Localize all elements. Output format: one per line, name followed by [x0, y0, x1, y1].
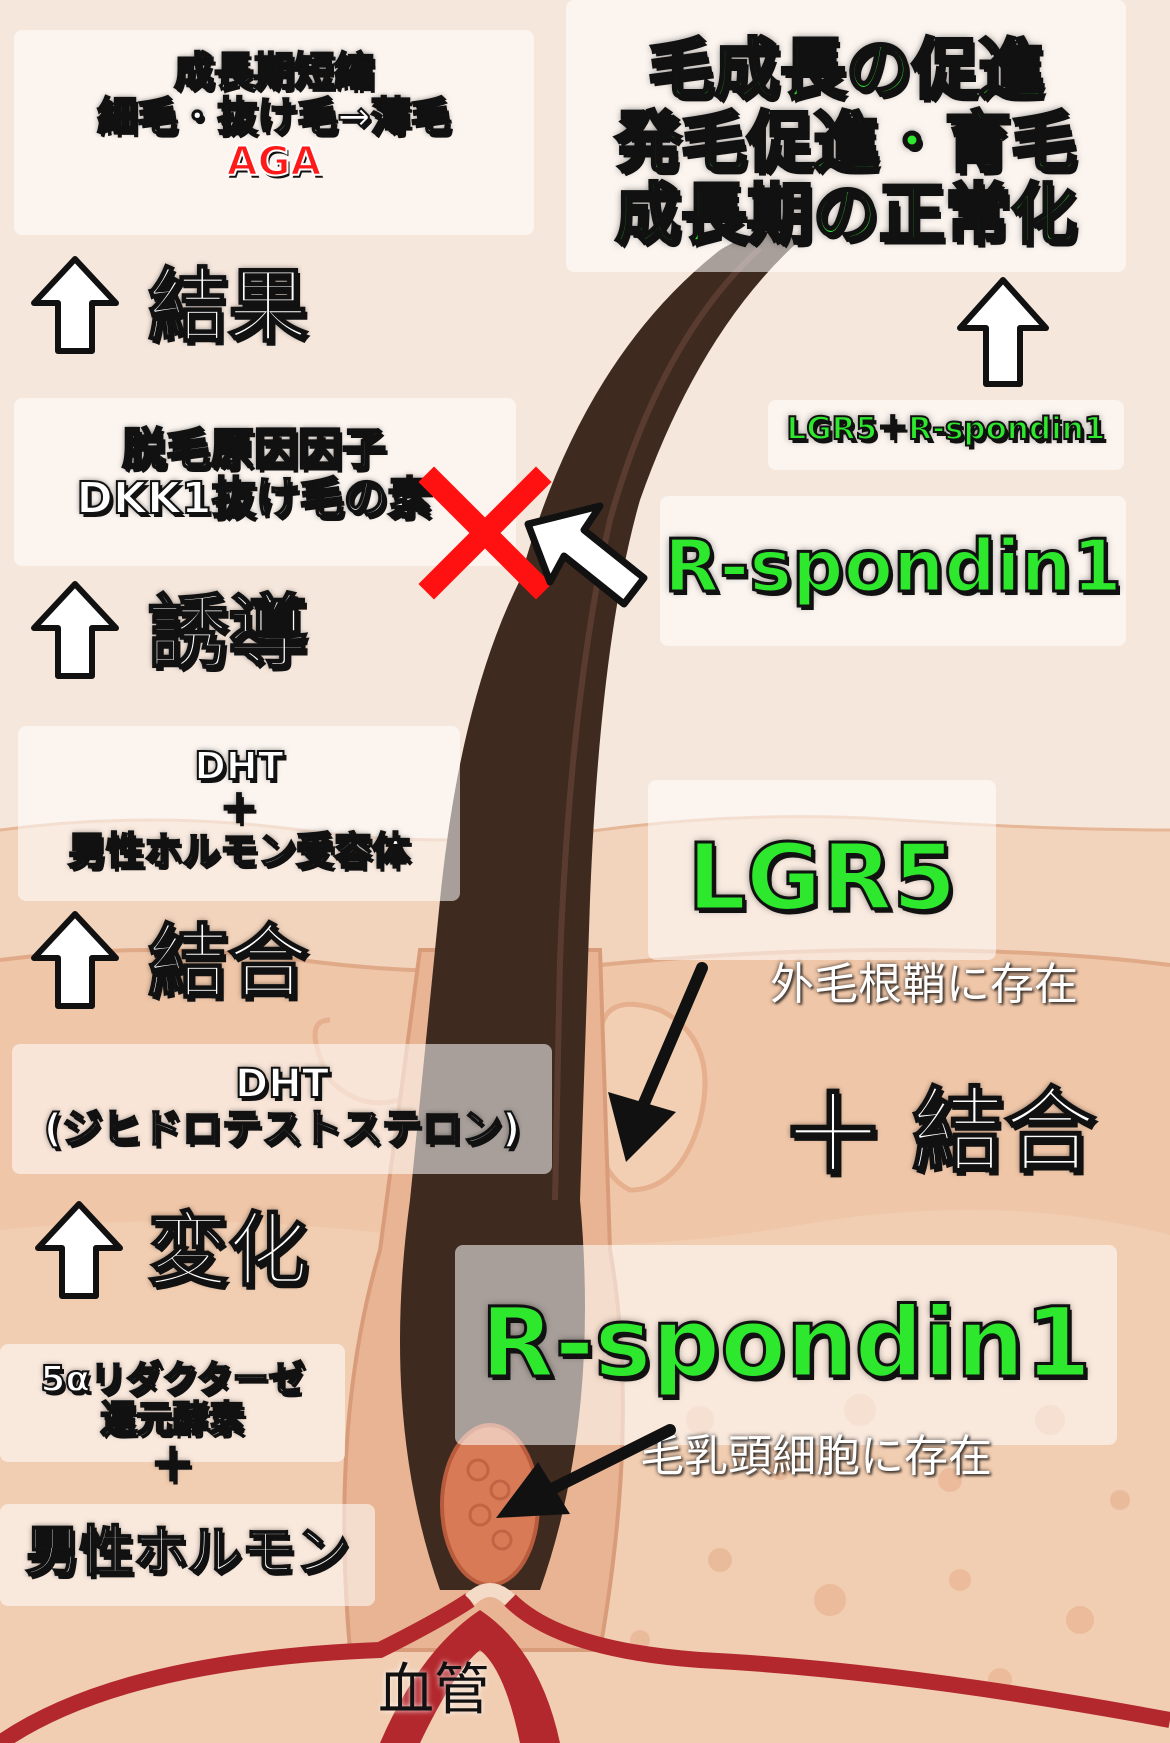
growth-phase-normalization: 成長期の正常化 — [614, 176, 1079, 254]
black-arrow-icon — [496, 1424, 676, 1518]
plus-sign: ＋ — [150, 1439, 196, 1491]
blood-vessel — [380, 1610, 560, 1743]
dht-title: DHT — [234, 1061, 330, 1108]
up-arrow-icon — [957, 277, 1049, 387]
thin-hair-to-thinning: 細毛・抜け毛→薄毛 — [96, 93, 452, 141]
dht-text: DHT (ジヒドロテストステロン) — [12, 1061, 552, 1153]
dht-receptor-text: DHT ＋ 男性ホルモン受容体 — [18, 744, 460, 874]
dihydrotestosterone-label: (ジヒドロテストステロン) — [43, 1105, 522, 1153]
dkk1-label: DKK1抜け毛の素 — [75, 473, 432, 525]
plus-sign: ＋ — [777, 1071, 889, 1199]
blood-vessel-label: 血管 — [378, 1658, 490, 1723]
lgr5-location-caption: 外毛根鞘に存在 — [770, 959, 1078, 1010]
plus-sign: ＋ — [219, 786, 259, 831]
growth-phase-shortening: 成長期短縮 — [173, 49, 375, 96]
red-x-icon — [418, 466, 552, 600]
androgen-receptor-label: 男性ホルモン受容体 — [67, 829, 411, 874]
rspondin1-upper-label: R-spondin1 — [662, 524, 1123, 608]
up-arrow-icon — [31, 911, 119, 1009]
androgen-label: 男性ホルモン — [25, 1520, 351, 1583]
hair-growth-promotion: 毛成長の促進 — [647, 31, 1046, 108]
dkk1-cause-text: 脱毛原因因子 DKK1抜け毛の素 — [14, 424, 494, 525]
step-bind-label: 結合 — [147, 916, 309, 1009]
lgr5-label: LGR5 — [686, 824, 958, 931]
rspondin1-upper-box — [660, 496, 1126, 646]
hair-regrowth: 発毛促進・育毛 — [614, 103, 1079, 181]
up-arrow-icon — [35, 1201, 123, 1299]
step-result-label: 結果 — [147, 260, 309, 353]
step-induce-label: 誘導 — [147, 586, 309, 679]
bind-label: 結合 — [911, 1078, 1097, 1185]
rspondin1-lower-label: R-spondin1 — [479, 1287, 1093, 1399]
up-arrow-icon — [31, 581, 119, 679]
pointer-arrow-icon — [524, 502, 648, 608]
rspondin1-lower-box — [455, 1245, 1117, 1445]
lgr5-box — [648, 780, 996, 960]
hair-loss-factor: 脱毛原因因子 — [121, 424, 387, 476]
androgen-box — [0, 1504, 375, 1606]
reductase-enzyme-label: 還元酵素 — [99, 1398, 245, 1441]
aga-result-text: 成長期短縮 細毛・抜け毛→薄毛 AGA — [14, 49, 534, 185]
hair-growth-text: 毛成長の促進 発毛促進・育毛 成長期の正常化 — [566, 31, 1126, 254]
black-arrow-icon — [608, 962, 708, 1162]
dht-receptor-box — [18, 726, 460, 901]
step-change-label: 変化 — [147, 1204, 309, 1297]
dht-box — [12, 1044, 552, 1174]
up-arrow-icon — [31, 256, 119, 354]
hair-growth-box — [566, 0, 1126, 272]
5a-reductase-label: 5αリダクターゼ — [39, 1358, 305, 1401]
enzyme-text: 5αリダクターゼ 還元酵素 ＋ — [0, 1358, 345, 1491]
dermal-papilla-caption: 毛乳頭細胞に存在 — [640, 1431, 992, 1482]
enzyme-box — [0, 1344, 345, 1462]
lgr5-rspondin1-combo: LGR5＋R-spondin1 — [786, 411, 1107, 447]
aga-label: AGA — [226, 138, 323, 185]
dht-label: DHT — [193, 744, 284, 788]
aga-result-box — [14, 30, 534, 235]
combo-label-box — [768, 400, 1124, 470]
